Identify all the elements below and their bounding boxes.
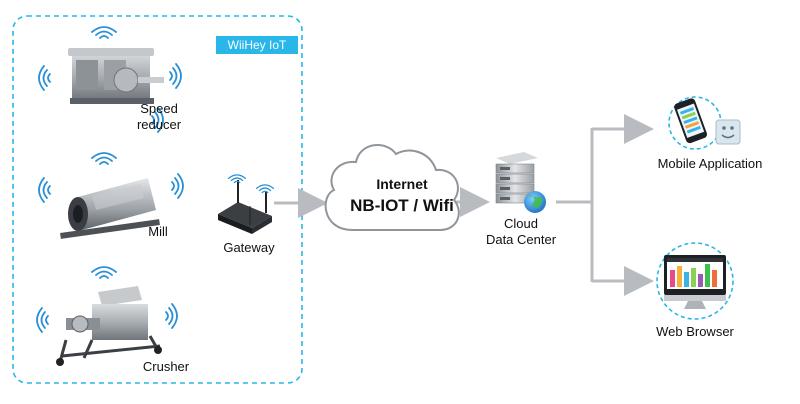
wifi-signal-icon xyxy=(165,303,178,329)
web-browser-label: Web Browser xyxy=(656,324,734,339)
mobile-application-label: Mobile Application xyxy=(657,156,763,171)
speed-reducer-label-line2: reducer xyxy=(136,117,182,132)
data-center-label: Cloud Data Center xyxy=(476,216,566,248)
wifi-signal-icon xyxy=(255,184,275,194)
flow-arrows xyxy=(274,114,654,296)
data-center-label-line1: Cloud xyxy=(504,216,538,231)
mill-label: Mill xyxy=(148,224,168,239)
imac-icon xyxy=(664,255,726,309)
wifi-signal-icon xyxy=(91,26,117,39)
wifi-signal-icon xyxy=(169,63,182,89)
crusher-icon xyxy=(56,286,162,366)
wifi-signal-icon xyxy=(91,152,117,165)
speed-reducer-icon xyxy=(68,48,164,104)
wifi-signal-icon xyxy=(36,307,49,333)
gateway-label: Gateway xyxy=(223,240,275,255)
cloud-title: Internet xyxy=(376,176,428,192)
smartphone-icon xyxy=(674,98,707,144)
gateway-router-icon xyxy=(218,180,272,234)
cloud-icon xyxy=(324,144,460,231)
iot-group-frame xyxy=(12,15,303,384)
smiley-icon xyxy=(715,119,741,145)
wifi-signal-icon xyxy=(171,173,184,199)
wifi-signal-icon xyxy=(91,266,117,279)
ball-mill-icon xyxy=(60,178,160,239)
crusher-label: Crusher xyxy=(142,359,190,374)
globe-icon xyxy=(524,191,546,213)
wifi-signal-icon xyxy=(151,107,164,133)
wifi-signal-icons xyxy=(36,26,275,333)
speed-reducer-label-line1: Speed xyxy=(140,101,178,116)
brand-badge: WiiHey IoT xyxy=(216,36,298,54)
server-rack-icon xyxy=(495,152,538,204)
wifi-signal-icon xyxy=(227,174,247,184)
wifi-signal-icon xyxy=(38,177,51,203)
data-center-label-line2: Data Center xyxy=(485,232,557,247)
cloud-subtitle: NB-IOT / Wifi xyxy=(350,196,454,215)
wifi-signal-icon xyxy=(38,65,51,91)
speed-reducer-label: Speed reducer xyxy=(124,101,194,133)
